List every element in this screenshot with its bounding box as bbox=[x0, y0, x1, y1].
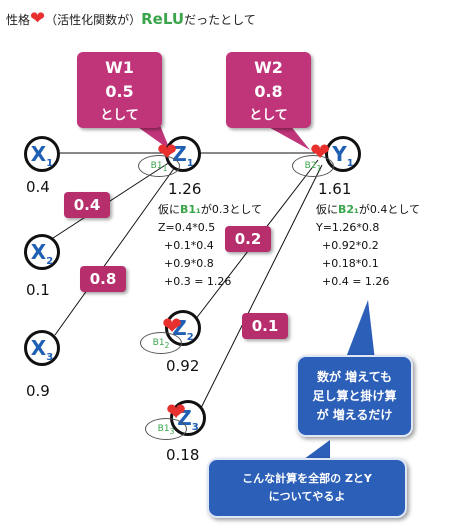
bubble2-line: についてやるよ bbox=[268, 490, 346, 503]
node-y1-value: 1.61 bbox=[318, 180, 352, 198]
title-middle: （活性化関数が） bbox=[45, 13, 142, 27]
calc-z-intro: 仮にB1₁が0.3として bbox=[158, 203, 263, 216]
heart-icon: ❤ bbox=[310, 138, 331, 166]
calc-y-line: +0.4 = 1.26 bbox=[322, 275, 390, 288]
calc-y-intro: 仮にB2₁が0.4として bbox=[316, 203, 421, 216]
calc-z-line: Z=0.4*0.5 bbox=[158, 221, 216, 234]
w2-callout: W2 0.8 として bbox=[226, 52, 311, 128]
w1-callout: W1 0.5 として bbox=[77, 52, 162, 128]
info-bubble-2: こんな計算を全部の ZとY についてやるよ bbox=[207, 458, 407, 518]
title-prefix: 性格 bbox=[6, 13, 31, 27]
w2-callout-tail bbox=[265, 125, 310, 150]
weight-x3: 0.8 bbox=[80, 266, 126, 292]
bias-b1-2: B12 bbox=[140, 332, 182, 354]
w2-value: 0.8 bbox=[254, 82, 283, 101]
calc-y-line: +0.92*0.2 bbox=[322, 239, 379, 252]
calc-y: 仮にB2₁が0.4として Y=1.26*0.8 +0.92*0.2 +0.18*… bbox=[316, 201, 420, 291]
w1-value: 0.5 bbox=[105, 82, 134, 101]
calc-z-line: +0.1*0.4 bbox=[164, 239, 214, 252]
bias-b1-1: B11 bbox=[138, 155, 180, 177]
bubble1-line: 数が 増えても bbox=[317, 370, 392, 384]
node-z1-value: 1.26 bbox=[168, 180, 202, 198]
calc-z-line: +0.3 = 1.26 bbox=[164, 275, 232, 288]
node-x2-value: 0.1 bbox=[26, 281, 50, 299]
node-x1: X1 bbox=[24, 136, 60, 172]
heart-icon: ❤ bbox=[162, 312, 183, 340]
heart-icon: ❤ bbox=[166, 398, 187, 426]
bubble2-line: こんな計算を全部の ZとY bbox=[242, 472, 372, 485]
node-x2: X2 bbox=[24, 234, 60, 270]
bubble1-line: が 増えるだけ bbox=[316, 408, 393, 422]
node-x3-value: 0.9 bbox=[26, 382, 50, 400]
bias-b2-1: B21 bbox=[292, 155, 334, 177]
heart-icon: ❤ bbox=[157, 138, 178, 166]
calc-z-line: +0.9*0.8 bbox=[164, 257, 214, 270]
weight-x2: 0.4 bbox=[64, 192, 110, 218]
title-relu: ReLU bbox=[141, 10, 185, 28]
w1-callout-tail bbox=[135, 125, 170, 150]
calc-y-line: +0.18*0.1 bbox=[322, 257, 379, 270]
bias-b1-3: B13 bbox=[145, 418, 187, 440]
weight-z3: 0.1 bbox=[242, 313, 288, 339]
bubble2-tail bbox=[300, 440, 330, 462]
info-bubble-1: 数が 増えても 足し算と掛け算 が 増えるだけ bbox=[296, 355, 413, 437]
calc-y-line: Y=1.26*0.8 bbox=[316, 221, 380, 234]
node-x1-value: 0.4 bbox=[26, 178, 50, 196]
w2-note: として bbox=[249, 108, 288, 123]
w2-name: W2 bbox=[254, 58, 283, 77]
bubble1-tail bbox=[345, 300, 375, 360]
node-z3-value: 0.18 bbox=[166, 446, 200, 464]
edge-x3-z1 bbox=[54, 166, 176, 336]
w1-name: W1 bbox=[105, 58, 134, 77]
node-z2-value: 0.92 bbox=[166, 357, 200, 375]
heart-icon: ❤ bbox=[30, 8, 46, 29]
title-suffix: だったとして bbox=[184, 13, 256, 27]
calc-z: 仮にB1₁が0.3として Z=0.4*0.5 +0.1*0.4 +0.9*0.8… bbox=[158, 201, 262, 291]
edge-z3-y1 bbox=[199, 164, 323, 411]
node-y1: Y1 bbox=[325, 136, 361, 172]
bubble1-line: 足し算と掛け算 bbox=[312, 389, 397, 403]
node-x3: X3 bbox=[24, 330, 60, 366]
diagram-title: 性格❤（活性化関数が）ReLUだったとして bbox=[6, 8, 256, 29]
weight-z2: 0.2 bbox=[225, 226, 271, 252]
w1-note: として bbox=[100, 108, 139, 123]
